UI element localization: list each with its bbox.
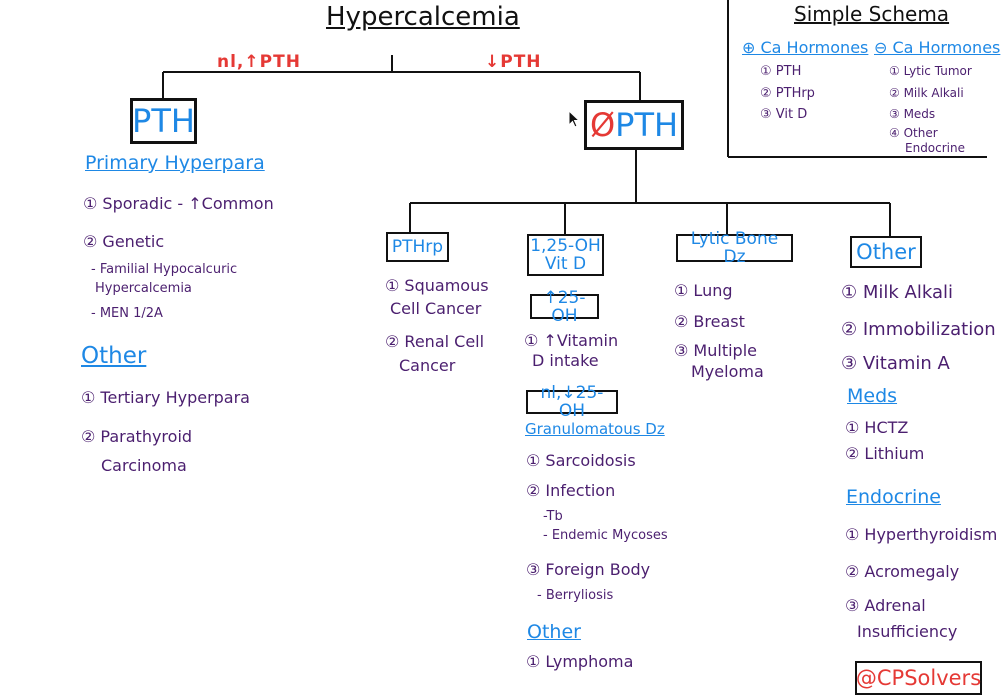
schema-minus-title: ⊖ Ca Hormones <box>874 38 1001 57</box>
right-branch-label: ↓PTH <box>485 52 542 72</box>
pthrp-item-1b: Cell Cancer <box>390 299 482 318</box>
low-25oh-label: nl,↓25-OH <box>540 383 604 421</box>
left-other-item-2: ② Parathyroid <box>81 427 193 446</box>
pthrp-box-label: PTHrp <box>391 237 444 257</box>
endocrine-item-3b: Insufficiency <box>857 622 958 641</box>
lytic-item-2: ② Breast <box>674 312 745 331</box>
pthrp-item-2b: Cancer <box>399 356 456 375</box>
left-other-item-1: ① Tertiary Hyperpara <box>81 388 250 407</box>
gran-item-3a: - Berryliosis <box>537 588 614 603</box>
lytic-item-3: ③ Multiple <box>674 341 757 360</box>
vitd-sub1-item-1: ① ↑Vitamin <box>524 331 619 350</box>
schema-plus-item-1: ① PTH <box>760 64 802 79</box>
lytic-bone-box: Lytic Bone Dz <box>676 230 793 266</box>
genetic-sub-1: - Familial Hypocalcuric <box>91 262 238 277</box>
genetic-sub-3: - MEN 1/2A <box>91 306 163 321</box>
schema-minus-item-3: ③ Meds <box>889 107 936 121</box>
granulomatous-title: Granulomatous Dz <box>525 420 665 438</box>
pth-box-label: PTH <box>132 102 195 140</box>
mouse-pointer-icon <box>568 110 580 128</box>
brand-label: @CPSolvers <box>855 666 982 690</box>
no-pth-box-label: PTH <box>615 106 679 144</box>
schema-plus-title: ⊕ Ca Hormones <box>742 38 869 57</box>
left-other-title: Other <box>81 343 147 369</box>
other-box-label: Other <box>856 240 916 264</box>
other-item-1: ① Milk Alkali <box>841 282 953 303</box>
other-item-2: ② Immobilization <box>841 319 996 340</box>
gran-item-2b: - Endemic Mycoses <box>543 528 668 543</box>
schema-minus-item-4b: Endocrine <box>905 141 965 155</box>
vitd-box-line2: Vit D <box>544 254 587 274</box>
endocrine-item-2: ② Acromegaly <box>845 562 960 581</box>
schema-minus-item-2: ② Milk Alkali <box>889 86 964 100</box>
meds-item-2: ② Lithium <box>845 444 925 463</box>
schema-minus-item-1: ① Lytic Tumor <box>889 64 972 78</box>
primary-item-2: ② Genetic <box>83 232 165 251</box>
vitd-other-title: Other <box>527 621 581 643</box>
primary-hyperpara-title: Primary Hyperpara <box>85 152 265 174</box>
schema-title: Simple Schema <box>794 2 950 26</box>
genetic-sub-2: Hypercalcemia <box>95 281 192 296</box>
endocrine-item-1: ① Hyperthyroidism <box>845 525 998 544</box>
gran-item-2a: -Tb <box>543 509 563 524</box>
pth-box: PTH <box>130 98 197 144</box>
left-branch-label: nl,↑PTH <box>217 52 301 72</box>
lytic-item-3b: Myeloma <box>691 362 764 381</box>
other-item-3: ③ Vitamin A <box>841 353 950 374</box>
vitd-other-item-1: ① Lymphoma <box>526 652 634 671</box>
vitd-box: 1,25-OH Vit D <box>527 234 604 276</box>
lytic-bone-box-label: Lytic Bone Dz <box>690 229 779 267</box>
gran-item-3: ③ Foreign Body <box>526 560 651 579</box>
gran-item-2: ② Infection <box>526 481 616 500</box>
pthrp-box: PTHrp <box>386 232 449 262</box>
pthrp-item-1: ① Squamous <box>385 276 489 295</box>
lytic-item-1: ① Lung <box>674 281 733 300</box>
high-25oh-label: ↑25-OH <box>543 287 586 326</box>
meds-title: Meds <box>847 385 898 407</box>
page-title: Hypercalcemia <box>326 2 520 32</box>
left-other-item-3: Carcinoma <box>101 456 187 475</box>
gran-item-1: ① Sarcoidosis <box>526 451 636 470</box>
primary-item-1: ① Sporadic - ↑Common <box>83 194 274 213</box>
high-25oh-box: ↑25-OH <box>530 289 599 325</box>
vitd-box-line1: 1,25-OH <box>530 236 601 256</box>
endocrine-item-3: ③ Adrenal <box>845 596 926 615</box>
endocrine-title: Endocrine <box>846 486 941 508</box>
null-symbol: Ø <box>589 106 616 144</box>
schema-plus-item-2: ② PTHrp <box>760 86 815 101</box>
schema-minus-item-4: ④ Other <box>889 126 938 140</box>
meds-item-1: ① HCTZ <box>845 418 909 437</box>
pthrp-item-2: ② Renal Cell <box>385 332 485 351</box>
vitd-sub1-item-1b: D intake <box>532 351 599 370</box>
cpsolvers-brand: @CPSolvers <box>855 661 982 695</box>
low-25oh-box: nl,↓25-OH <box>526 384 618 420</box>
schema-plus-item-3: ③ Vit D <box>760 107 808 122</box>
other-box: Other <box>850 236 922 268</box>
